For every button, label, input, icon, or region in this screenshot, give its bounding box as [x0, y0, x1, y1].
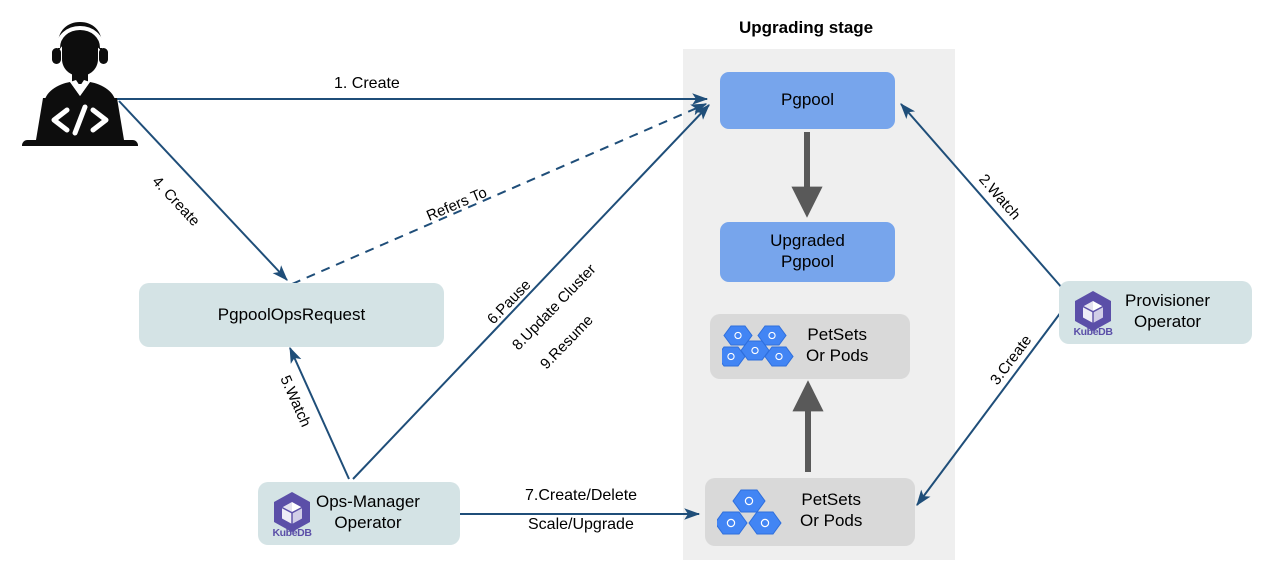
svg-text:KubeDB: KubeDB [1073, 326, 1113, 337]
node-ops-manager-operator-line2: Operator [334, 513, 402, 533]
edge-create-3 [916, 299, 1071, 506]
edge-refers-to [291, 103, 708, 285]
svg-text:KubeDB: KubeDB [272, 527, 312, 538]
node-petsets-bottom-label: PetSets Or Pods [800, 489, 862, 532]
node-petsets-top-line2: Or Pods [806, 346, 869, 366]
node-upgraded-pgpool[interactable]: Upgraded Pgpool [720, 222, 895, 282]
node-ops-manager-operator-label: Ops-Manager Operator [316, 491, 420, 533]
edge-pause-update-resume [352, 104, 710, 480]
node-ops-manager-operator[interactable]: KubeDB Ops-Manager Operator [258, 482, 460, 545]
petsets-top-hex-cluster [716, 323, 794, 369]
node-provisioner-operator-label: Provisioner Operator [1125, 290, 1210, 332]
node-pgpool[interactable]: Pgpool [720, 72, 895, 129]
node-upgraded-pgpool-line1: Upgraded [770, 231, 845, 251]
node-petsets-top-line1: PetSets [807, 325, 867, 344]
node-petsets-bottom-line1: PetSets [801, 490, 861, 509]
upgrading-stage-title: Upgrading stage [739, 18, 874, 37]
kubedb-logo-ops-manager: KubeDB [268, 490, 316, 539]
node-petsets-bottom[interactable]: PetSets Or Pods [705, 478, 915, 546]
node-provisioner-operator[interactable]: KubeDB Provisioner Operator [1059, 281, 1252, 344]
node-petsets-top-label: PetSets Or Pods [806, 324, 868, 367]
upgrading-stage-container [683, 49, 955, 560]
node-petsets-top[interactable]: PetSets Or Pods [710, 314, 910, 379]
edge-watch-2 [900, 103, 1071, 298]
edge-label-create-1: 1. Create [334, 75, 400, 92]
node-pgpool-label: Pgpool [781, 90, 834, 110]
edge-label-create-delete-7-line1: 7.Create/Delete [525, 487, 638, 504]
node-provisioner-operator-line1: Provisioner [1125, 291, 1211, 310]
kubedb-logo-provisioner: KubeDB [1069, 289, 1117, 338]
node-upgraded-pgpool-line2: Pgpool [781, 252, 834, 271]
node-ops-manager-operator-line1: Ops-Manager [316, 492, 420, 511]
petsets-bottom-hex-cluster [714, 488, 787, 538]
edge-label-create-delete-7-line2: Scale/Upgrade [528, 516, 634, 533]
node-petsets-bottom-line2: Or Pods [800, 511, 863, 531]
developer-laptop-icon [14, 12, 146, 151]
node-pgpool-ops-request-label: PgpoolOpsRequest [217, 304, 366, 324]
node-provisioner-operator-line2: Operator [1133, 312, 1202, 332]
edge-watch-5 [289, 346, 350, 480]
node-pgpool-ops-request[interactable]: PgpoolOpsRequest [139, 283, 444, 347]
edge-create-4 [118, 100, 288, 281]
